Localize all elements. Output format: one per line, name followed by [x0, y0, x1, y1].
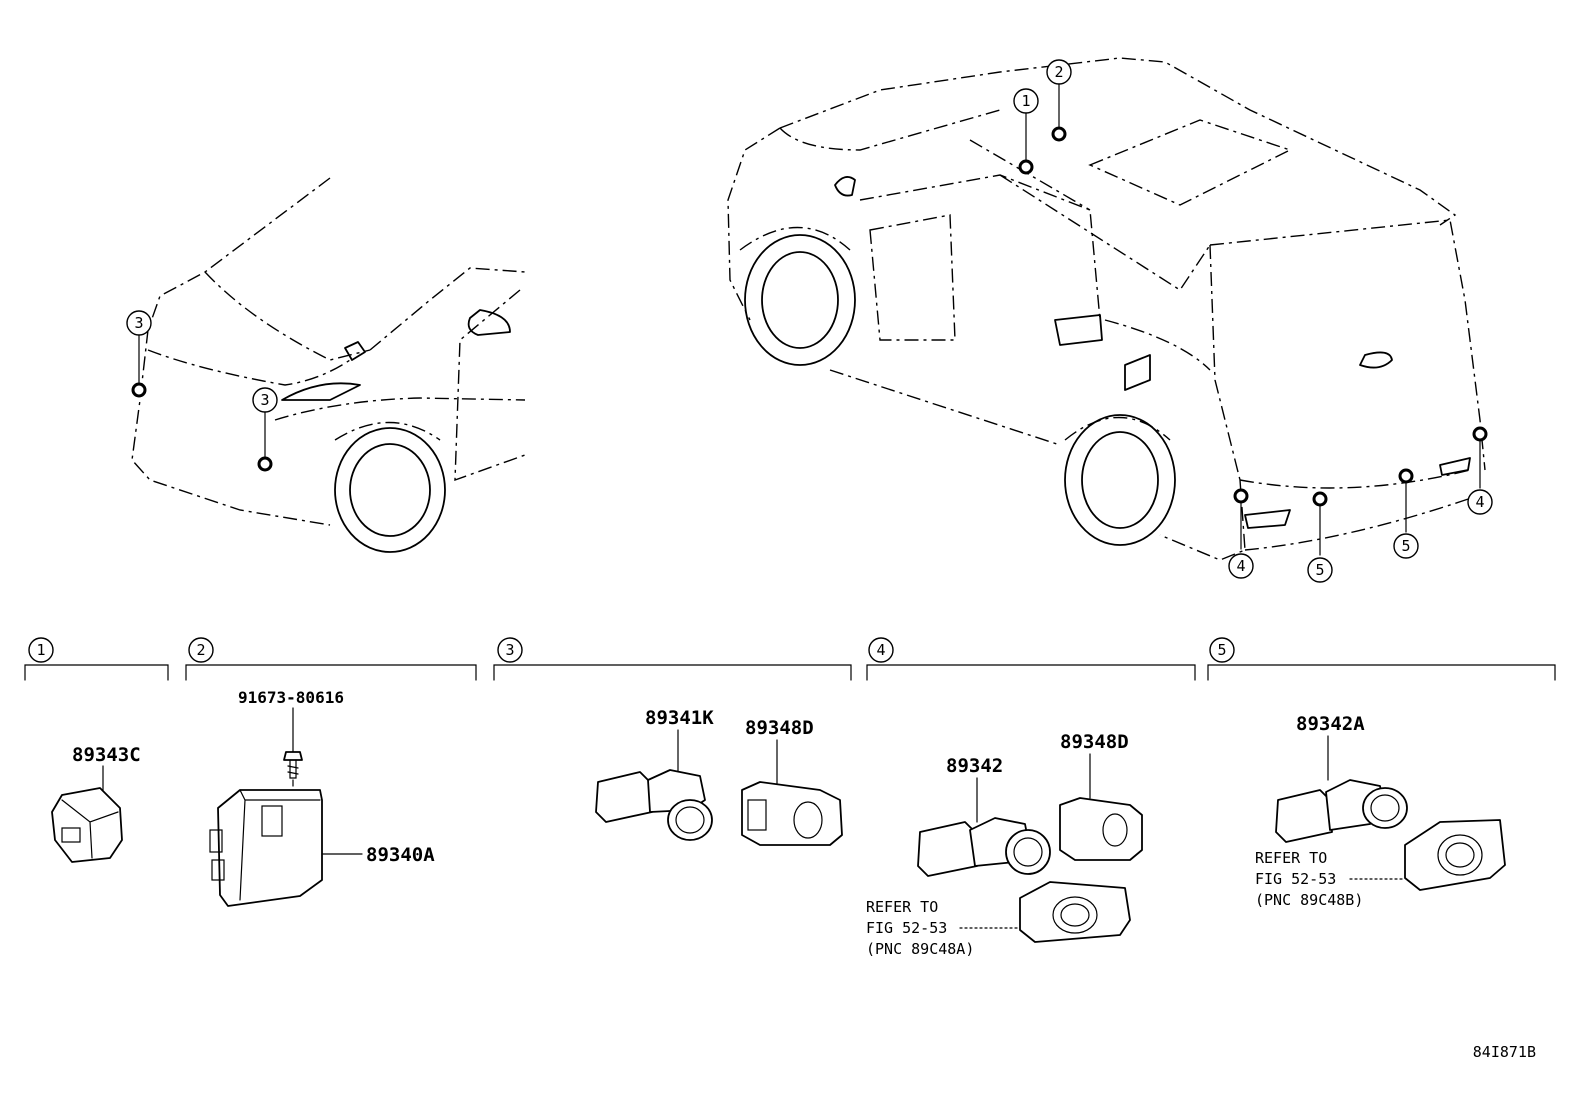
sensor-dot	[131, 382, 147, 398]
group-number: 3	[505, 641, 514, 659]
front-sensor-markers	[131, 334, 273, 472]
callout-label: 3	[134, 314, 143, 332]
sensor-dot	[1312, 491, 1328, 507]
sensor-dot	[1018, 159, 1034, 175]
group-5: 89342A REFER TO FIG 52-53 (PNC 89C48B)	[1255, 713, 1506, 909]
part-drawing	[51, 787, 123, 863]
callout-label: 5	[1401, 537, 1410, 555]
rear-vehicle-illustration	[727, 57, 1486, 561]
part-number: 89348D	[745, 717, 814, 739]
callout-label: 5	[1315, 561, 1324, 579]
sensor-dot	[1398, 468, 1414, 484]
part-number: 89343C	[72, 744, 141, 766]
part-number: 89342	[946, 755, 1003, 777]
group-number: 1	[36, 641, 45, 659]
group-2: 91673-80616 89340A	[209, 688, 435, 907]
front-vehicle-illustration	[131, 177, 526, 553]
sensor-drawing	[1275, 789, 1333, 843]
screw-drawing	[283, 751, 303, 761]
callout-label: 3	[260, 391, 269, 409]
callout-label: 4	[1475, 493, 1484, 511]
refer-line: (PNC 89C48A)	[866, 940, 974, 958]
vehicle-callouts: 3 3 1 2 4 5 5 4	[126, 59, 1493, 583]
diagram-id: 84I871B	[1473, 1043, 1536, 1061]
refer-line: REFER TO	[1255, 849, 1327, 867]
part-number: 89341K	[645, 707, 714, 729]
sensor-drawing	[917, 821, 978, 877]
group-number: 4	[876, 641, 885, 659]
group-number: 5	[1217, 641, 1226, 659]
bezel-drawing	[1404, 819, 1506, 891]
refer-line: REFER TO	[866, 898, 938, 916]
bracket-drawing	[741, 781, 843, 846]
group-headers: 1 2 3 4 5	[24, 637, 1556, 681]
refer-line: FIG 52-53	[866, 919, 947, 937]
sensor-drawing	[595, 771, 653, 823]
rear-sensor-markers	[1018, 83, 1488, 556]
bezel-drawing	[1019, 881, 1131, 943]
part-number: 89342A	[1296, 713, 1365, 735]
callout-label: 2	[1054, 63, 1063, 81]
part-number: 89340A	[366, 844, 435, 866]
sensor-dot	[257, 456, 273, 472]
refer-line: FIG 52-53	[1255, 870, 1336, 888]
group-4: 89342 89348D REFER TO FIG 52-53 (PNC 89C…	[866, 731, 1143, 958]
group-3: 89341K 89348D	[595, 707, 843, 846]
sensor-dot	[1472, 426, 1488, 442]
refer-line: (PNC 89C48B)	[1255, 891, 1363, 909]
part-number: 89348D	[1060, 731, 1129, 753]
sensor-dot	[1233, 488, 1249, 504]
callout-label: 4	[1236, 557, 1245, 575]
bracket-drawing	[1059, 797, 1143, 861]
group-1: 89343C	[51, 744, 141, 863]
part-number: 91673-80616	[238, 688, 344, 707]
module-drawing	[217, 789, 323, 907]
sensor-dot	[1051, 126, 1067, 142]
callout-label: 1	[1021, 92, 1030, 110]
group-number: 2	[196, 641, 205, 659]
